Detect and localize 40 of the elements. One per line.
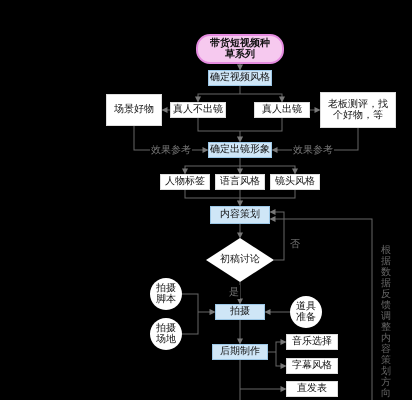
edge-label: 否 <box>289 237 301 251</box>
flow-arrow <box>237 64 243 70</box>
flow-arrow <box>240 158 298 174</box>
flow-arrow <box>182 309 216 334</box>
process-box: 后期制作 <box>212 344 268 360</box>
process-box: 拍摄 <box>215 304 265 320</box>
option-box: 人物标签 <box>160 174 210 190</box>
edge-label: 是 <box>228 285 240 299</box>
flow-arrow <box>237 190 296 206</box>
flow-arrow <box>270 209 284 260</box>
flow-arrow <box>237 118 282 142</box>
option-box: 语言风格 <box>215 174 265 190</box>
resource-circle: 拍摄场地 <box>150 318 182 350</box>
option-box: 真人不出镜 <box>170 102 226 118</box>
flow-arrow <box>162 107 170 113</box>
flow-arrow <box>237 282 243 304</box>
option-box: 老板测评，找个好物，等 <box>320 92 396 128</box>
flow-arrow <box>270 216 372 400</box>
flow-arrow <box>264 309 290 315</box>
flow-arrow <box>240 86 285 102</box>
edge-label: 效果参考 <box>150 143 192 157</box>
start-pill: 带货短视频种草系列 <box>196 34 284 64</box>
option-box: 场景好物 <box>106 94 162 126</box>
flow-arrow <box>237 320 243 344</box>
option-box: 直发表 <box>286 381 338 397</box>
option-box: 音乐选择 <box>286 334 338 350</box>
edge-label: 效果参考 <box>292 143 334 157</box>
decision-diamond: 初稿讨论 <box>206 238 274 282</box>
resource-circle: 道具准备 <box>290 296 322 328</box>
option-box: 字幕风格 <box>286 358 338 374</box>
vertical-note: 根据数据反馈调整内容策划方向 <box>381 245 391 399</box>
process-box: 确定视频风格 <box>208 70 272 86</box>
flow-arrow <box>310 107 320 113</box>
option-box: 镜头风格 <box>270 174 320 190</box>
flow-arrow <box>237 224 243 238</box>
process-box: 确定出镜形象 <box>208 142 272 158</box>
flow-arrow <box>268 352 286 369</box>
resource-circle: 拍摄脚本 <box>150 278 182 310</box>
process-box: 内容策划 <box>210 206 270 224</box>
option-box: 真人出镜 <box>254 102 310 118</box>
